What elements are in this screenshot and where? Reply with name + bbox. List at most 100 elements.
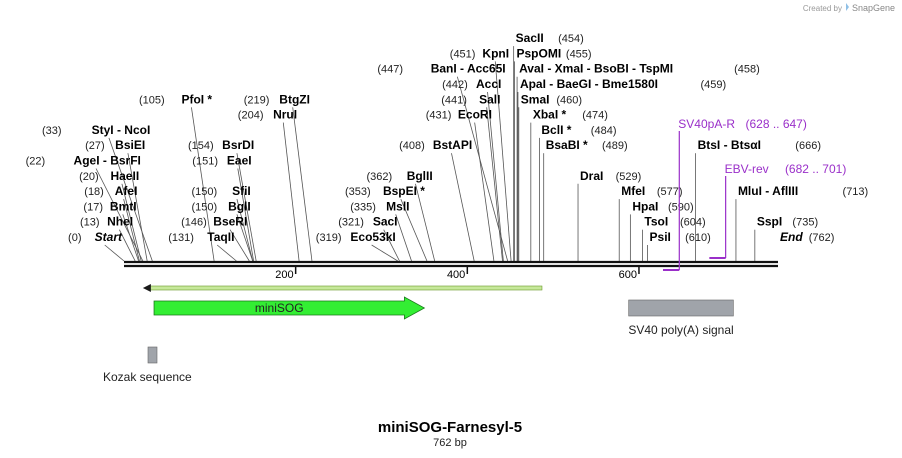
site-bseri-10: BseRI(146) [181,215,247,229]
site-leader [415,183,436,262]
site-bsabi-35: BsaBI *(489) [546,138,628,152]
site-name: Start [95,230,123,244]
site-kpni-27: KpnI(451) [450,46,509,60]
site-name: AfeI [115,184,138,198]
site-position: (604) [680,217,706,229]
site-styi-ncoi-7: StyI - NcoI(33) [42,123,150,137]
site-name: BtgZI [279,92,310,106]
site-name: NheI [107,215,133,229]
site-name: BglI [228,199,251,213]
site-btsi-bts-i-41: BtsI - BtsαI(666) [698,138,821,152]
site-name: AccI [476,77,501,91]
site-name: PspOMI [517,46,562,60]
site-saci-18: SacI (321) [338,215,397,229]
site-name: AvaI - XmaI - BsoBI - TspMI [519,62,673,76]
site-agei-bsrfi-5: AgeI - BsrFI(22) [26,154,141,168]
site-name: BseRI [213,215,247,229]
ruler-tick-label: 600 [619,269,637,281]
site-eco53ki-17: Eco53kI(319) [316,230,396,244]
orf-arrow [142,284,543,292]
site-leader [95,168,144,262]
site-bsrdi-14: BsrDI(154) [188,138,254,152]
site-name: PfoI * [181,92,212,106]
site-position: (131) [168,232,194,244]
site-name: BsiEI [115,138,145,152]
site-name: MluI - AflIII [738,184,798,198]
site-name: XbaI * [533,108,567,122]
site-position: (219) [244,94,270,106]
feature-label: SV40 poly(A) signal [628,323,733,337]
site-position: (577) [657,186,683,198]
brand-text: SnapGene [852,3,895,13]
site-leader [127,153,148,262]
site-avai-xmai-bsobi-tspmi-30: AvaI - XmaI - BsoBI - TspMI(458) [519,62,760,76]
site-name: BglII [407,169,433,183]
site-name: BsrDI [222,138,254,152]
primer-ebv-rev: EBV-rev(682 .. 701) [709,162,846,259]
site-start-0: Start(0) [68,230,123,244]
ruler-tick-label: 400 [447,269,465,281]
site-bglii-21: BglII (362) [367,169,433,183]
site-bani-acc65i-26: BanI - Acc65I(447) [377,62,505,76]
primer-annotations: SV40pA-R(628 .. 647)EBV-rev(682 .. 701) [662,117,846,271]
site-position: (22) [26,156,46,168]
site-position: (204) [238,110,264,122]
site-position: (321) [338,217,364,229]
feature-box [147,346,158,364]
site-leader [108,137,153,262]
site-bmti-2: BmtI(17) [83,199,136,213]
site-drai-36: DraI(529) [580,169,641,183]
site-position: (150) [191,186,217,198]
site-leader [400,198,428,262]
site-tsoi-39: TsoI(604) [644,215,705,229]
site-position: (353) [345,186,371,198]
site-nhei-1: NheI (13) [80,215,133,229]
site-pfoi-8: PfoI * (105) [139,92,212,106]
site-name: BtsI - BtsαI [698,138,761,152]
orf-arrowhead-icon [142,284,151,292]
site-smai-32: SmaI(460) [521,92,582,106]
feature-label: miniSOG [255,301,304,315]
site-position: (610) [685,232,711,244]
site-leader [395,214,412,262]
site-leader [494,61,512,262]
site-position: (454) [558,33,584,45]
site-name: BsaBI * [546,138,588,152]
site-position: (460) [556,94,582,106]
dna-backbone [124,260,778,268]
primer-sv40pa-r: SV40pA-R(628 .. 647) [662,117,807,271]
site-position: (484) [591,125,617,137]
site-position: (455) [566,48,592,60]
site-leader [486,107,503,262]
site-position: (451) [450,48,476,60]
site-name: NruI [273,108,297,122]
snapgene-logo-icon [846,3,849,11]
site-name: HpaI [632,199,658,213]
site-position: (18) [84,186,104,198]
feature-sv40-poly-a-signal: SV40 poly(A) signal [628,299,734,337]
site-bspei-20: BspEI *(353) [345,184,425,198]
site-bgli-12: BglI(150) [191,199,250,213]
site-leader [237,168,254,262]
site-name: BanI - Acc65I [431,62,506,76]
site-name: TaqII [207,230,234,244]
site-name: HaeII [110,169,139,183]
site-position: (105) [139,94,165,106]
site-position: (362) [367,171,393,183]
site-position: (27) [85,140,105,152]
site-name: SfiI [232,184,251,198]
restriction-site-labels: Start(0)NheI (13) BmtI(17)AfeI (18) HaeII (20… [26,31,869,244]
site-leader [371,244,398,262]
site-position: (431) [426,110,452,122]
site-position: (13) [80,217,100,229]
site-sali-24: SalI(441) [441,92,500,106]
site-name: SacI [373,215,398,229]
site-leader [123,199,140,262]
site-position: (33) [42,125,62,137]
site-position: (529) [616,171,642,183]
site-position: (735) [792,217,818,229]
site-afei-3: AfeI (18) [84,184,137,198]
site-name: BstAPI [433,138,472,152]
